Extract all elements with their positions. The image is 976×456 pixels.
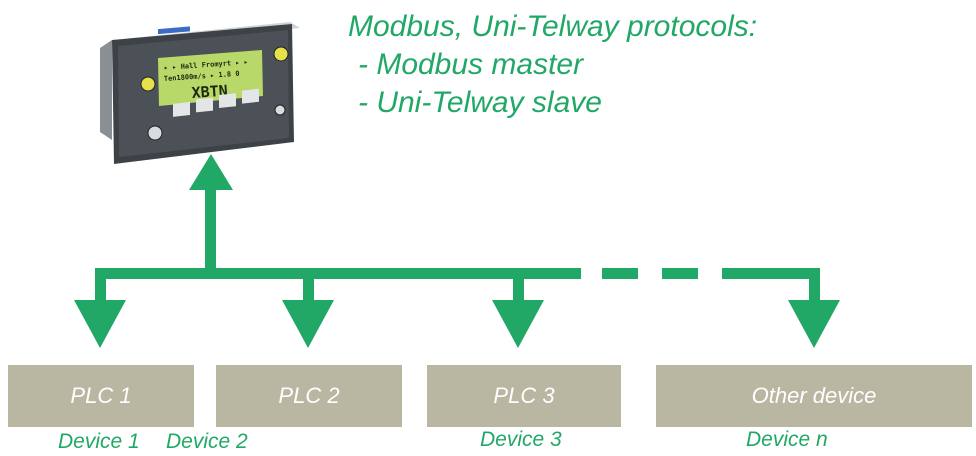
bus-dash-3 <box>722 268 820 279</box>
hmi-right-button <box>273 46 289 62</box>
protocol-item-unitelway: - Uni-Telway slave <box>358 86 602 119</box>
up-arrow-head <box>189 154 233 190</box>
hmi-left-button <box>140 76 156 92</box>
device-box-plc1: PLC 1 <box>8 365 194 427</box>
device-caption-n: Device n <box>746 428 828 451</box>
protocols-title: Modbus, Uni-Telway protocols: <box>348 10 758 43</box>
device-box-plc2: PLC 2 <box>216 365 402 427</box>
up-arrow <box>189 154 233 276</box>
bus-solid-segment <box>95 268 581 279</box>
bus-dash-2 <box>662 268 698 279</box>
hmi-key-1 <box>173 102 190 117</box>
hmi-terminal: ▸ ▸ Hall Fromyrt ▸ ▸ Ten1800m/s ▸ 1.8 0 … <box>100 22 300 164</box>
down-arrow-1 <box>74 268 126 348</box>
hmi-key-2 <box>196 97 213 113</box>
hmi-brand-label <box>158 26 190 35</box>
hmi-side-panel <box>100 40 112 140</box>
hmi-lcd-screen <box>158 50 263 106</box>
device-box-plc3: PLC 3 <box>427 365 621 427</box>
bus-line <box>95 268 820 279</box>
hmi-round-button <box>147 125 163 141</box>
device-caption-3: Device 3 <box>480 428 562 451</box>
bus-dash-1 <box>602 268 638 279</box>
device-box-other: Other device <box>656 365 972 427</box>
down-arrow-4 <box>788 268 840 348</box>
up-arrow-shaft <box>205 188 216 276</box>
down-arrow-2 <box>282 268 334 348</box>
device-caption-2: Device 2 <box>166 430 248 453</box>
hmi-key-4 <box>242 88 259 104</box>
hmi-model-text: XBTN <box>191 82 228 102</box>
down-arrow-3 <box>492 268 544 348</box>
protocols-block: Modbus, Uni-Telway protocols: - Modbus m… <box>348 8 757 122</box>
device-caption-1: Device 1 <box>58 430 140 453</box>
hmi-key-3 <box>219 93 236 108</box>
protocol-item-modbus: - Modbus master <box>358 48 584 81</box>
hmi-small-button <box>274 104 286 116</box>
